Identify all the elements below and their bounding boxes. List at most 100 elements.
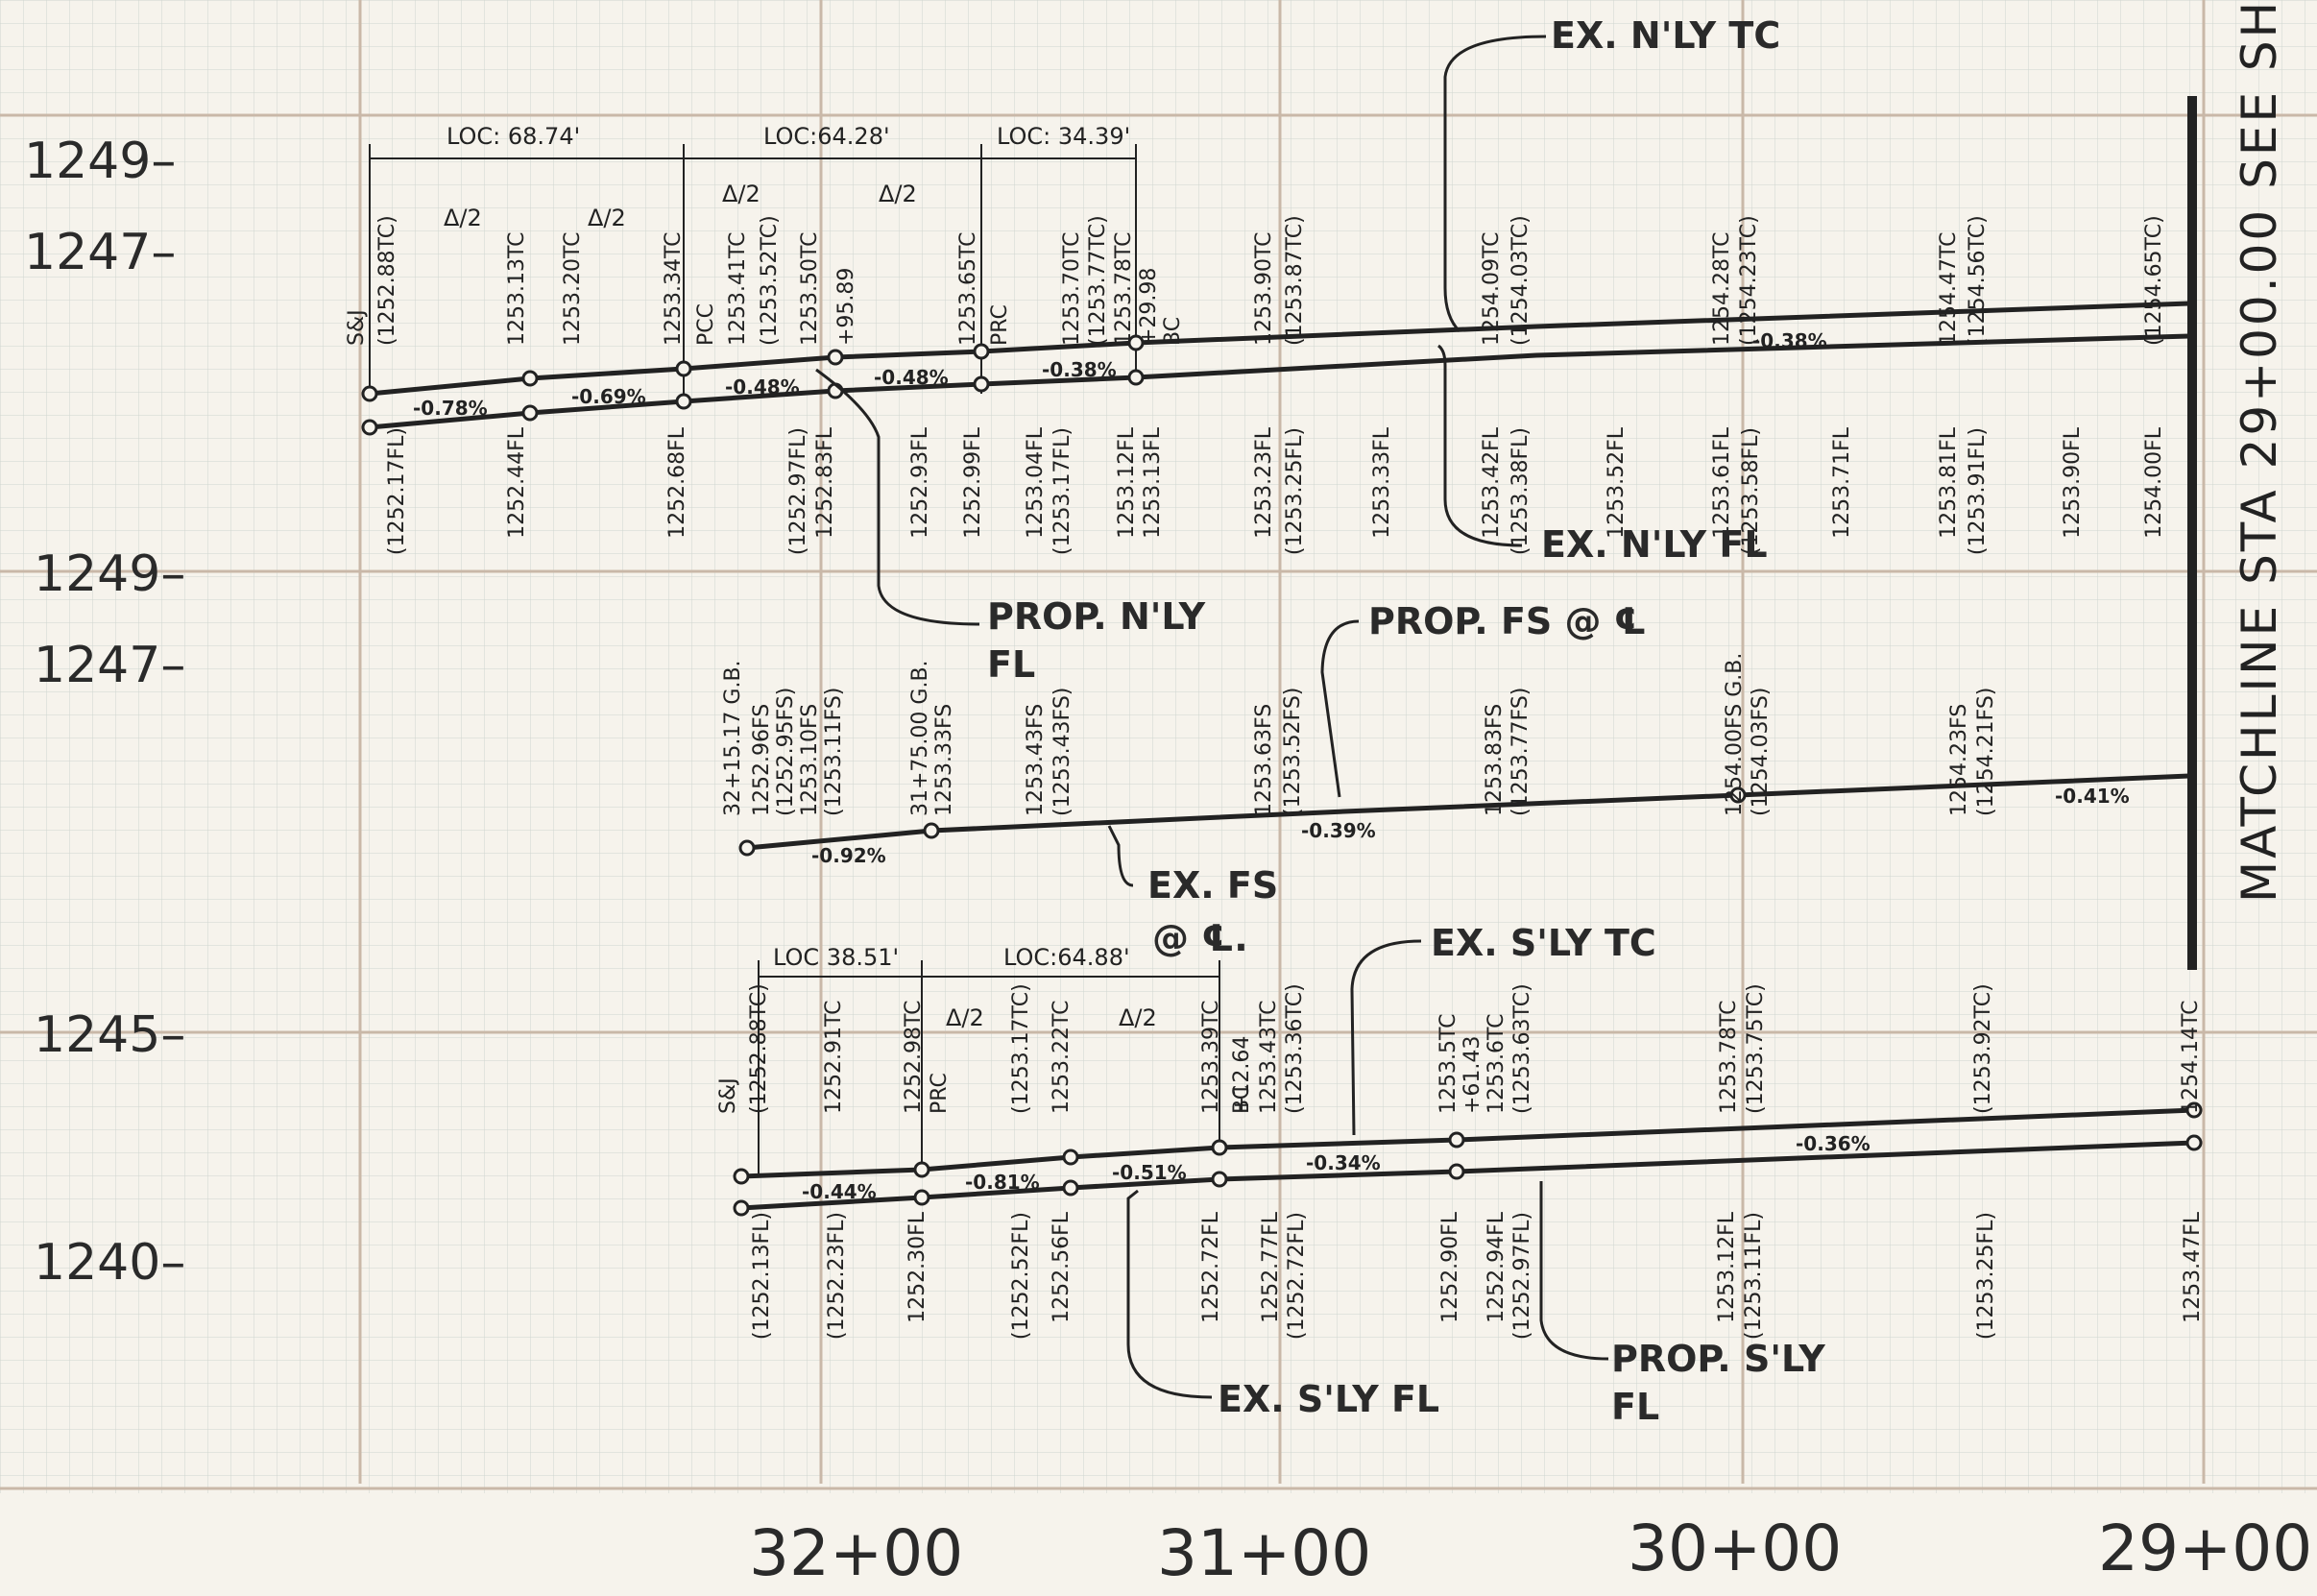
south-delta: Δ/2 xyxy=(946,1004,984,1031)
elevation-label: 1247– xyxy=(24,224,176,281)
elevation-annotation: (1252.52FL) xyxy=(1009,1212,1033,1340)
elevation-annotation: PRC xyxy=(988,304,1012,346)
south-grade: -0.81% xyxy=(965,1171,1040,1194)
elevation-annotation: (1253.11FS) xyxy=(822,688,846,816)
callout-prop-s-fl: PROP. S'LY xyxy=(1611,1338,1825,1380)
south-delta: Δ/2 xyxy=(1119,1004,1157,1031)
elevation-annotation: PCC xyxy=(694,303,718,346)
north-delta: Δ/2 xyxy=(722,181,760,207)
elevation-annotation: BC xyxy=(1230,1085,1254,1114)
elevation-annotation: (1253.75TC) xyxy=(1744,983,1768,1114)
elevation-annotation: 1253.5TC xyxy=(1436,1014,1460,1115)
fs-profile: -0.92% -0.39% -0.41% 32+15.17 G.B.1252.9… xyxy=(721,653,2190,867)
elevation-annotation: 1252.93FL xyxy=(908,426,932,539)
north-grade: -0.48% xyxy=(725,375,800,399)
callout-leaders xyxy=(815,35,1609,1399)
elevation-annotation: +95.89 xyxy=(834,268,858,346)
elevation-annotation: BC xyxy=(1161,317,1185,346)
elevation-annotation: 1253.13FL xyxy=(1141,426,1165,539)
elevation-annotation: (1253.17FL) xyxy=(1050,427,1074,555)
elevation-annotation: (1253.92TC) xyxy=(1971,983,1995,1114)
callout-prop-n-fl: PROP. N'LY xyxy=(987,595,1206,638)
elevation-annotation: 1253.70TC xyxy=(1060,232,1084,347)
elevation-annotation: (1252.13FL) xyxy=(750,1212,774,1340)
elevation-annotation: 1253.61FL xyxy=(1710,426,1734,539)
elevation-annotation: (1253.25FL) xyxy=(1974,1212,1998,1340)
elevation-annotation: 1253.41TC xyxy=(726,232,750,347)
north-grade: -0.48% xyxy=(874,366,949,389)
north-grade: -0.78% xyxy=(413,397,488,420)
callout-ex-fs: EX. FS xyxy=(1147,864,1278,907)
fs-line xyxy=(746,773,2190,851)
elevation-annotation: 1254.47TC xyxy=(1937,232,1961,347)
elevation-annotation: (1254.56TC) xyxy=(1966,215,1990,346)
elevation-annotation: (1253.52FS) xyxy=(1281,688,1305,816)
elevation-annotation: 1253.6TC xyxy=(1484,1014,1508,1115)
elevation-annotation: 1253.90TC xyxy=(1252,232,1276,347)
elevation-annotation: 1252.68FL xyxy=(665,426,689,539)
elevation-annotation: 1252.30FL xyxy=(905,1211,929,1323)
elevation-annotation: 1254.00FL xyxy=(2142,426,2166,539)
elevation-annotation: 1253.43TC xyxy=(1257,1001,1281,1115)
callout-ex-fs: @ ℄. xyxy=(1152,917,1248,959)
station-label: 31+00 xyxy=(1157,1516,1371,1590)
elevation-label: 1249– xyxy=(24,133,176,190)
elevation-annotation: 1253.78TC xyxy=(1112,232,1136,347)
major-grid xyxy=(0,0,2317,1490)
elevation-annotation: 1253.78TC xyxy=(1717,1001,1741,1115)
north-tc-line xyxy=(369,301,2190,397)
elevation-annotation: (1252.97FL) xyxy=(1510,1212,1534,1340)
elevation-annotation: 1253.90FL xyxy=(2061,426,2085,539)
elevation-annotation: 1253.65TC xyxy=(956,232,980,347)
elevation-annotation: 1253.42FL xyxy=(1480,426,1504,539)
elevation-annotation: 1253.52FL xyxy=(1605,426,1629,539)
callout-prop-n-fl: FL xyxy=(987,643,1035,686)
south-lower-labels: (1252.13FL) (1252.23FL) 1252.30FL (1252.52F… xyxy=(750,1211,2205,1340)
elevation-annotation: (1252.23FL) xyxy=(825,1212,849,1340)
elevation-label: 1247– xyxy=(34,637,185,694)
elevation-annotation: S&J xyxy=(716,1077,740,1114)
elevation-annotation: 1253.83FS xyxy=(1483,704,1507,816)
elevation-annotation: 1253.12FL xyxy=(1715,1211,1739,1323)
elevation-annotation: 1253.13TC xyxy=(505,232,529,347)
south-grade: -0.34% xyxy=(1306,1151,1381,1174)
elevation-annotation: 1253.10FS xyxy=(798,704,822,816)
elevation-annotation: (1253.43FS) xyxy=(1050,688,1074,816)
elevation-annotation: +29.98 xyxy=(1137,268,1161,346)
elevation-annotation: 1252.83FL xyxy=(813,426,837,539)
elevation-annotation: (1253.25FL) xyxy=(1283,427,1307,555)
elevation-annotation: 1253.47FL xyxy=(2181,1211,2205,1323)
elevation-annotation: 1253.33FL xyxy=(1370,426,1394,539)
elevation-annotation: 1253.71FL xyxy=(1830,426,1854,539)
elevation-annotation: 1253.20TC xyxy=(561,232,585,347)
elevation-annotation: 1252.94FL xyxy=(1484,1211,1508,1323)
elevation-annotation: (1254.03TC) xyxy=(1508,215,1533,346)
callout-ex-s-tc: EX. S'LY TC xyxy=(1431,922,1656,964)
elevation-annotation: (1253.36TC) xyxy=(1283,983,1307,1114)
elevation-annotation: 1252.56FL xyxy=(1050,1211,1074,1323)
north-delta: Δ/2 xyxy=(588,205,626,231)
elevation-annotation: 1253.50TC xyxy=(798,232,822,347)
elevation-annotation: S&J xyxy=(345,309,369,346)
elevation-annotation: 1252.91TC xyxy=(822,1001,846,1115)
elevation-annotation: 32+15.17 G.B. xyxy=(721,660,745,816)
elevation-annotation: (1252.97FL) xyxy=(786,427,810,555)
north-delta: Δ/2 xyxy=(444,205,482,231)
north-fl-line xyxy=(369,333,2190,430)
fs-labels: 32+15.17 G.B.1252.96FS(1252.95FS)1253.10… xyxy=(721,653,1998,816)
elevation-annotation: +61.43 xyxy=(1460,1036,1484,1114)
elevation-annotation: 1253.12FL xyxy=(1115,426,1139,539)
elevation-annotation: (1253.91FL) xyxy=(1966,427,1990,555)
elevation-annotation: 1252.96FS xyxy=(750,704,774,816)
elevation-annotation: (1253.17TC) xyxy=(1009,983,1033,1114)
south-loc: LOC:64.88' xyxy=(1003,944,1130,971)
elevation-annotation: +12.64 xyxy=(1230,1036,1254,1114)
elevation-annotation: 1253.39TC xyxy=(1199,1001,1223,1115)
elevation-annotation: 1252.44FL xyxy=(505,426,529,539)
callout-prop-fs: PROP. FS @ ℄ xyxy=(1368,600,1647,642)
north-loc: LOC: 34.39' xyxy=(997,123,1130,150)
elevation-annotation: (1253.52TC) xyxy=(758,215,782,346)
elevation-annotation: (1253.77FS) xyxy=(1508,688,1533,816)
elevation-annotation: 1253.34TC xyxy=(662,232,686,347)
